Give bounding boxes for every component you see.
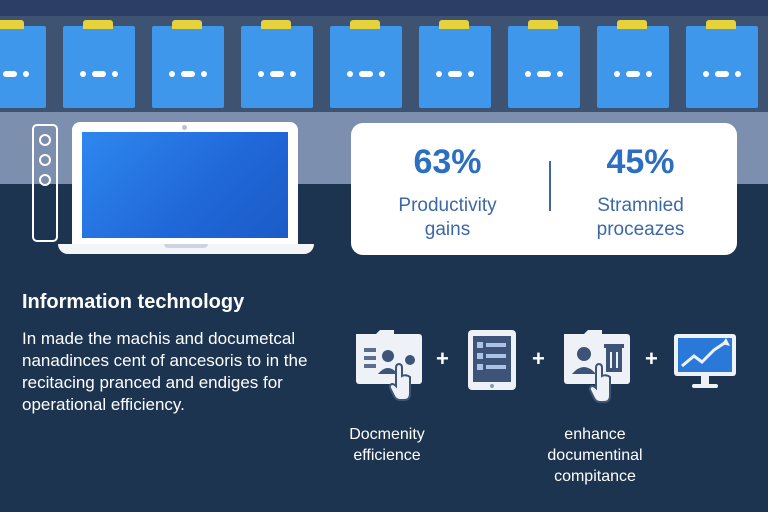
folder-icon — [241, 20, 313, 108]
document-touch-icon — [354, 328, 426, 411]
stats-card: 63% Productivity gains 45% Stramnied pro… — [351, 123, 737, 255]
folder-icon — [0, 20, 46, 108]
server-tower-icon — [32, 124, 58, 242]
folder-icon — [63, 20, 135, 108]
folder-icon — [597, 20, 669, 108]
stat-value: 63% — [413, 143, 482, 181]
plus-sign: + — [436, 346, 449, 371]
folder-icon — [508, 20, 580, 108]
folder-icon — [686, 20, 758, 108]
caption-document-efficiency: Docmenity efficience — [349, 426, 425, 464]
laptop-icon — [72, 122, 298, 248]
stat-label: Productivity gains — [398, 195, 497, 240]
stat-divider — [549, 161, 551, 211]
folder-icon — [330, 20, 402, 108]
tower-led — [39, 134, 51, 146]
laptop-camera — [182, 125, 187, 130]
growth-chart-icon — [672, 332, 738, 397]
document-trash-icon — [562, 328, 634, 413]
stat-label: Stramnied proceazes — [596, 195, 685, 240]
folder-icon — [419, 20, 491, 108]
laptop-base — [58, 244, 314, 254]
section-body: In made the machis and documetcal nanadi… — [22, 329, 308, 414]
caption-document-compliance: enhance documentinal compitance — [547, 426, 643, 485]
tower-led — [39, 154, 51, 166]
tower-led — [39, 174, 51, 186]
plus-sign: + — [532, 346, 545, 371]
stat-productivity: 63% Productivity gains — [351, 123, 544, 242]
tablet-icon — [466, 328, 518, 397]
folder-icon — [152, 20, 224, 108]
plus-sign: + — [645, 346, 658, 371]
stat-value: 45% — [606, 143, 675, 181]
stat-processes: 45% Stramnied proceazes — [544, 123, 737, 242]
top-band — [0, 0, 768, 16]
section-title: Information technology — [22, 291, 245, 313]
laptop-display — [82, 132, 288, 238]
